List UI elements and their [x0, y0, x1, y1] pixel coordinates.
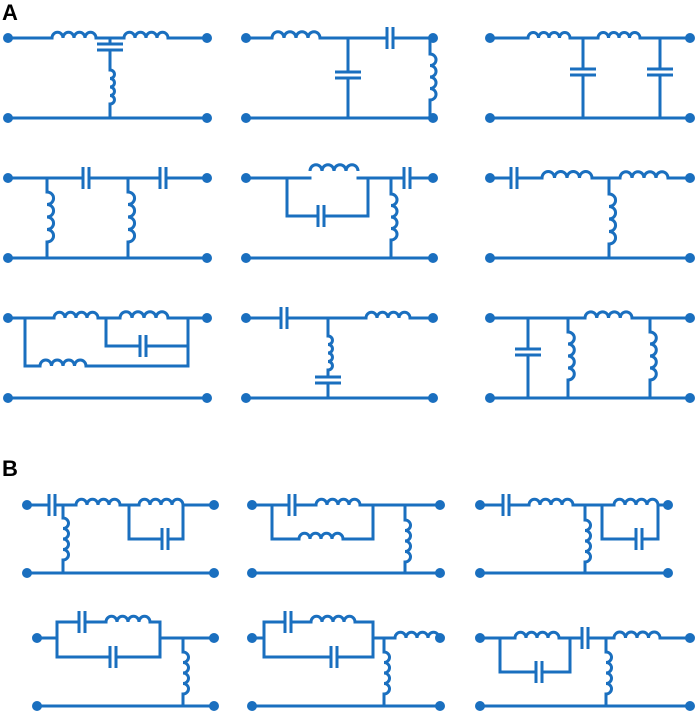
inductor-icon [314, 497, 362, 506]
inductor-icon [618, 170, 670, 179]
panel-label-b: B [2, 456, 18, 481]
inductor-icon [270, 30, 322, 39]
inductor-icon [182, 650, 190, 696]
inductor-icon [605, 650, 613, 696]
inductor-icon [50, 30, 98, 39]
inductor-icon [429, 52, 438, 102]
inductor-icon [393, 630, 441, 639]
inductor-icon [390, 192, 399, 242]
inductor-icon [584, 518, 592, 564]
inductor-icon [583, 310, 634, 319]
inductor-icon [649, 330, 658, 382]
inductor-icon [297, 531, 345, 540]
inductor-icon [137, 497, 185, 506]
inductor-icon [122, 30, 170, 39]
inductor-icon [527, 497, 575, 506]
inductor-icon [104, 614, 152, 623]
inductor-icon [612, 497, 660, 506]
inductor-icon [383, 650, 391, 696]
inductor-icon [52, 310, 100, 319]
inductor-icon [513, 630, 561, 639]
inductor-icon [526, 31, 572, 39]
inductor-icon [127, 190, 137, 244]
panel-label-a: A [2, 0, 18, 25]
inductor-icon [612, 630, 662, 639]
inductor-icon [364, 310, 412, 319]
inductor-icon [109, 68, 116, 106]
inductor-icon [308, 163, 360, 172]
inductor-icon [404, 518, 412, 564]
inductor-icon [38, 358, 88, 367]
inductor-icon [596, 31, 642, 39]
inductor-icon [74, 497, 122, 506]
inductor-icon [46, 190, 56, 244]
inductor-icon [118, 310, 170, 319]
inductor-icon [567, 330, 576, 382]
inductor-icon [540, 169, 594, 179]
inductor-icon [608, 192, 618, 246]
inductor-icon [327, 334, 334, 372]
inductor-icon [309, 614, 357, 623]
inductor-icon [62, 516, 70, 562]
